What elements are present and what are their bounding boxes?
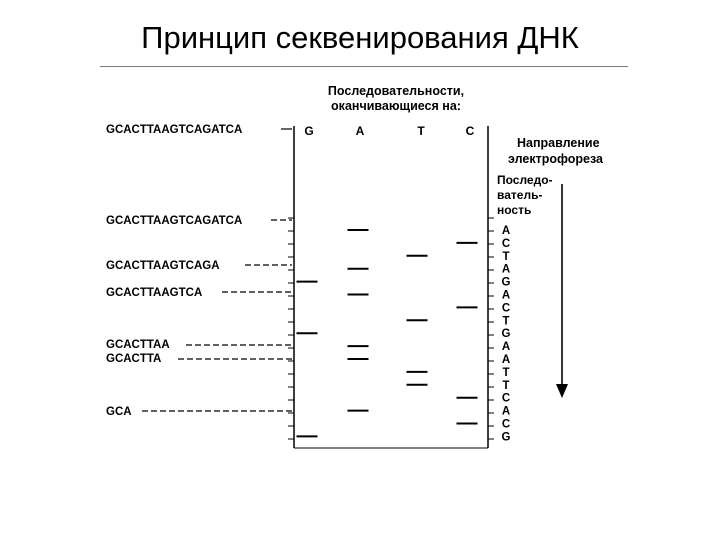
title-underline <box>100 66 628 67</box>
lane-headers: G A T C <box>304 124 474 138</box>
sequence-label-line-1: Последо- <box>497 173 553 187</box>
direction-line-2: электрофореза <box>508 152 604 166</box>
sequence-letter: T <box>502 380 509 392</box>
gel-bands <box>296 229 478 438</box>
sequence-letter: A <box>502 341 510 353</box>
lane-header-c: C <box>466 124 475 138</box>
sequence-letter: C <box>502 393 510 405</box>
sequence-letter: A <box>502 264 510 276</box>
fragment-label: GCACTTA <box>106 353 161 365</box>
sequence-letter: A <box>502 225 510 237</box>
electrophoresis-arrow-icon <box>556 184 568 398</box>
lane-header-a: A <box>356 124 365 138</box>
gel-frame <box>293 126 489 449</box>
fragment-label: GCACTTAAGTCAGATCA <box>106 215 242 227</box>
sequence-letter: A <box>502 290 510 302</box>
lane-header-t: T <box>417 124 425 138</box>
direction-line-1: Направление <box>517 136 600 150</box>
sequence-letter: C <box>502 238 510 250</box>
fragment-label: GCACTTAAGTCAGATCA <box>106 124 242 136</box>
fragment-label: GCACTTAAGTCA <box>106 287 202 299</box>
gel-ticks <box>288 217 494 440</box>
fragment-leaders <box>142 128 292 412</box>
sequence-label-line-2: ватель- <box>497 188 542 202</box>
sequence-letter: G <box>502 277 511 289</box>
sequence-letter: C <box>502 419 510 431</box>
fragment-label: GCA <box>106 406 132 418</box>
sequence-letter: G <box>502 328 511 340</box>
sequence-letter: C <box>502 302 510 314</box>
sequence-letter: T <box>502 315 509 327</box>
sequence-letter: A <box>502 406 510 418</box>
sequence-letter: T <box>502 251 509 263</box>
fragment-labels: GCACTTAAGTCAGATCA GCACTTAAGTCAGATCA GCAC… <box>106 124 242 418</box>
sequence-letter: G <box>502 431 511 443</box>
fragment-label: GCACTTAA <box>106 339 170 351</box>
sequence-letter: A <box>502 354 510 366</box>
header-line-2: оканчивающиеся на: <box>331 99 461 113</box>
header-line-1: Последовательности, <box>328 84 464 98</box>
sequence-letter: T <box>502 367 509 379</box>
lane-header-g: G <box>304 124 313 138</box>
fragment-label: GCACTTAAGTCAGA <box>106 260 220 272</box>
slide-title: Принцип секвенирования ДНК <box>141 20 579 55</box>
sequence-label-line-3: ность <box>497 203 531 217</box>
